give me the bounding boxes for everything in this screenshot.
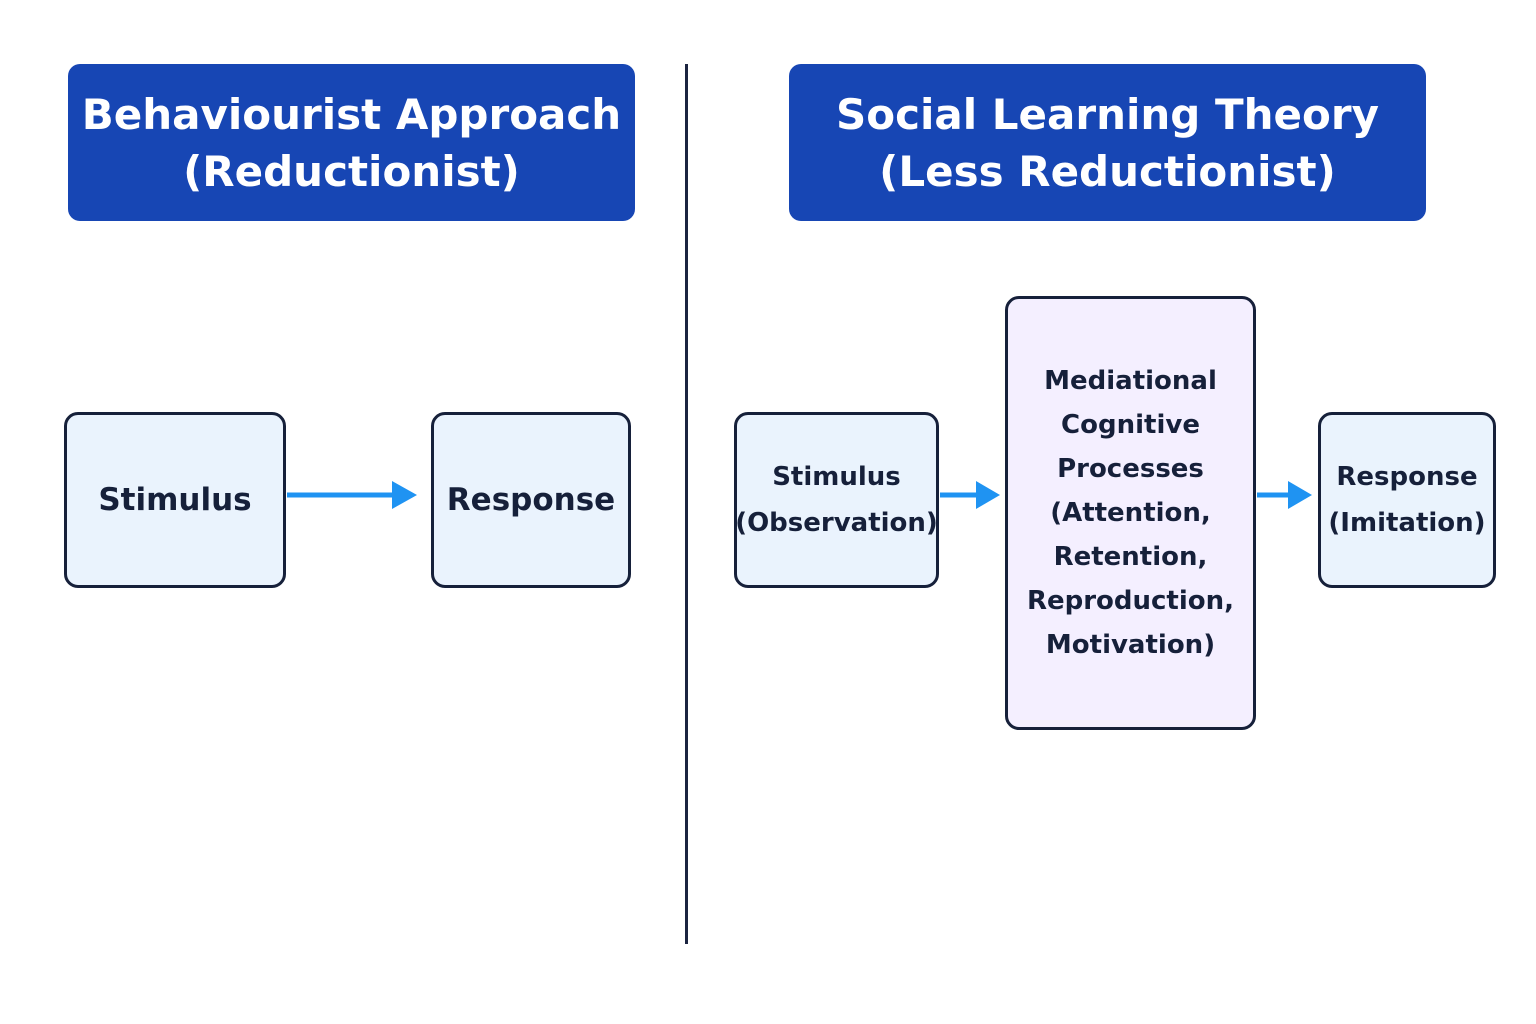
behaviourist-response-box: Response [431, 412, 631, 588]
mediational-line-7: Motivation) [1045, 630, 1216, 660]
mediational-line-2: Cognitive [1061, 410, 1200, 440]
behaviourist-title-line-1: Behaviourist Approach [81, 89, 622, 139]
arrow-stimulus-to-mediational [940, 481, 1000, 509]
behaviourist-stimulus-label: Stimulus [98, 482, 252, 518]
arrow-mediational-to-response [1257, 481, 1312, 509]
social-learning-title-line-1: Social Learning Theory [836, 89, 1379, 139]
slt-stimulus-label: Stimulus [772, 462, 901, 492]
mediational-line-4: (Attention, [1050, 498, 1211, 528]
behaviourist-title-line-2: (Reductionist) [183, 146, 520, 196]
social-learning-header: Social Learning Theory (Less Reductionis… [789, 64, 1426, 221]
slt-response-box: Response (Imitation) [1318, 412, 1496, 588]
mediational-line-3: Processes [1057, 454, 1204, 484]
behaviourist-header: Behaviourist Approach (Reductionist) [68, 64, 635, 221]
behaviourist-stimulus-box: Stimulus [64, 412, 286, 588]
mediational-line-1: Mediational [1044, 366, 1217, 396]
slt-response-label: Response [1336, 462, 1478, 492]
mediational-line-5: Retention, [1053, 542, 1208, 572]
arrow-stimulus-to-response [287, 481, 417, 509]
slt-stimulus-box: Stimulus (Observation) [734, 412, 939, 588]
social-learning-title-line-2: (Less Reductionist) [879, 146, 1336, 196]
mediational-line-6: Reproduction, [1026, 586, 1235, 616]
vertical-divider [685, 64, 688, 944]
mediational-processes-box: Mediational Cognitive Processes (Attenti… [1005, 296, 1256, 730]
slt-stimulus-sublabel: (Observation) [735, 508, 938, 538]
behaviourist-response-label: Response [446, 482, 616, 518]
slt-response-sublabel: (Imitation) [1328, 508, 1486, 538]
